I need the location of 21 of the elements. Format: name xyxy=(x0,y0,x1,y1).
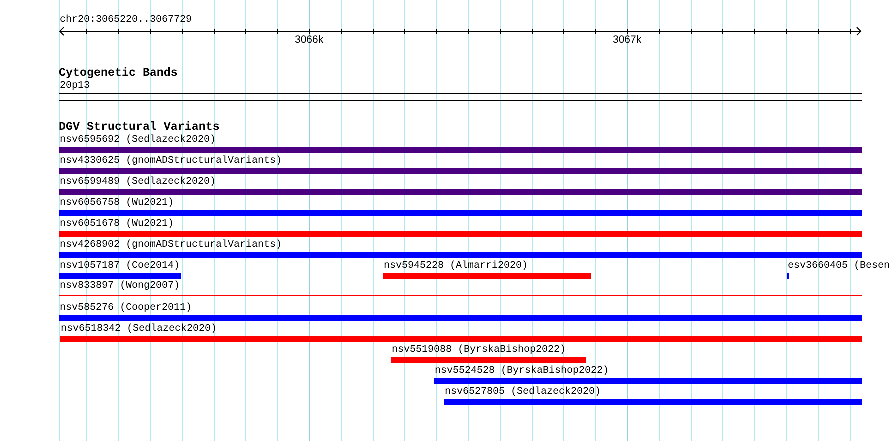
track-title: DGV Structural Variants xyxy=(59,121,220,134)
feature-label: nsv5519088 (ByrskaBishop2022) xyxy=(392,345,566,357)
feature-label: nsv1057187 (Coe2014) xyxy=(60,261,180,273)
feature-label: nsv6056758 (Wu2021) xyxy=(60,198,174,210)
tick-label: 3067k xyxy=(613,34,642,46)
tick-label: 3066k xyxy=(295,34,324,46)
feature-label: nsv6599489 (Sedlazeck2020) xyxy=(60,177,216,189)
feature-label: nsv5945228 (Almarri2020) xyxy=(384,261,528,273)
feature-label: nsv6518342 (Sedlazeck2020) xyxy=(61,324,218,336)
band-label: 20p13 xyxy=(60,81,90,93)
feature-label: nsv4330625 (gnomADStructuralVariants) xyxy=(60,156,282,168)
feature-label: nsv6527805 (Sedlazeck2020) xyxy=(445,387,602,399)
track-title: Cytogenetic Bands xyxy=(59,67,178,80)
coordinate-label: chr20:3065220..3067729 xyxy=(60,15,192,27)
feature-label: nsv4268902 (gnomADStructuralVariants) xyxy=(60,240,282,252)
feature-label: nsv6595692 (Sedlazeck2020) xyxy=(60,135,216,147)
feature-label: nsv6051678 (Wu2021) xyxy=(60,219,174,231)
feature-label: nsv5524528 (ByrskaBishop2022) xyxy=(435,366,610,378)
feature-label: nsv585276 (Cooper2011) xyxy=(60,303,192,315)
feature-label: esv3660405 (Besen xyxy=(788,261,890,273)
feature-label: nsv833897 (Wong2007) xyxy=(60,281,180,294)
